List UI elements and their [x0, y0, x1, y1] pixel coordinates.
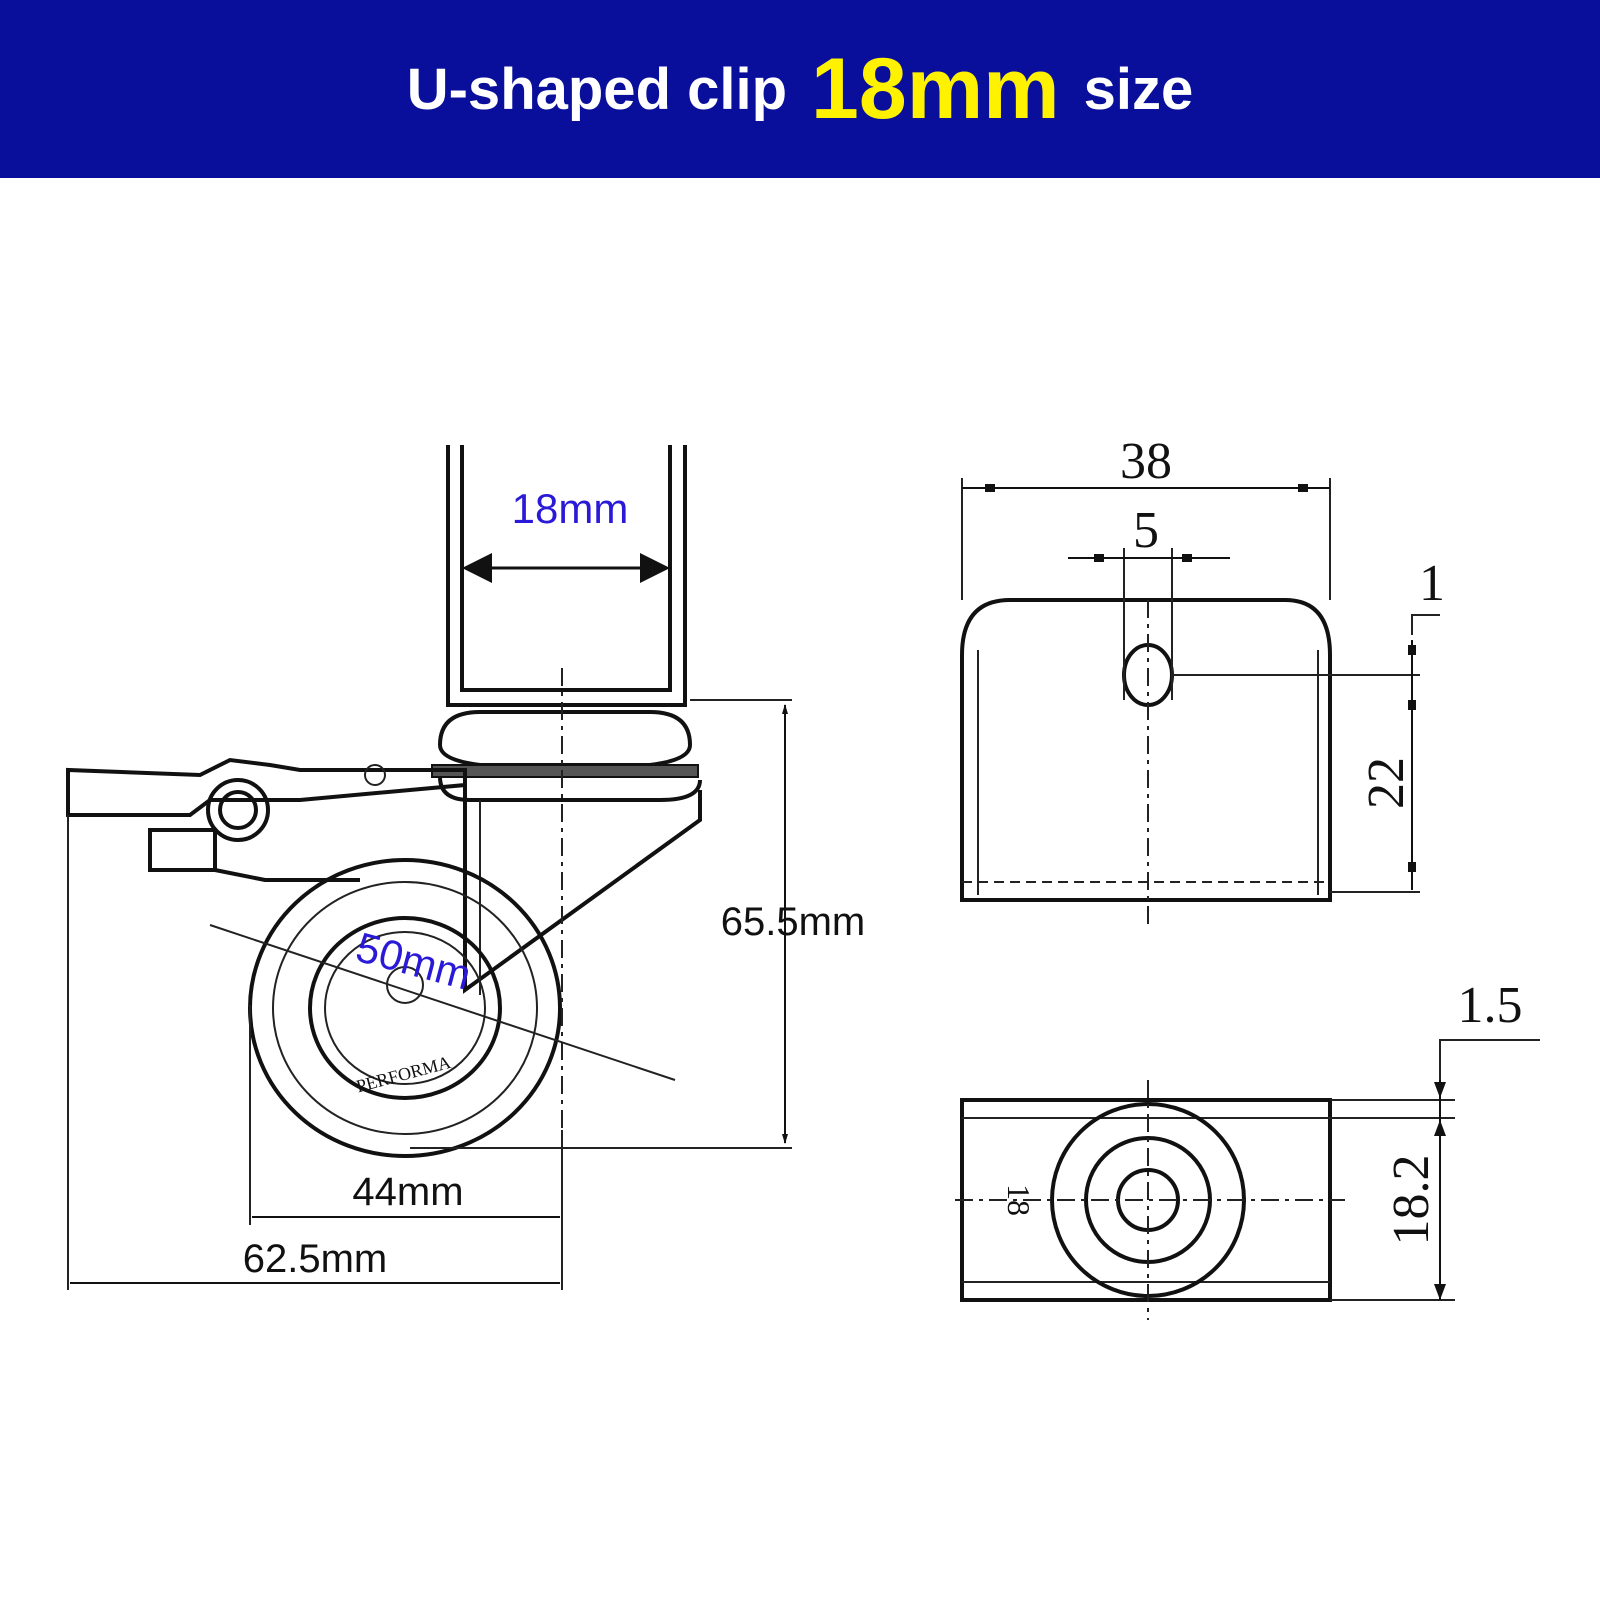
brake-pivot-inner	[218, 790, 258, 830]
wheel-diameter-line	[209, 924, 676, 1081]
title-prefix: U-shaped clip	[406, 56, 788, 122]
wheel-hub-inner	[324, 931, 486, 1085]
caster-fork	[463, 785, 702, 994]
brake-lever	[66, 757, 467, 817]
offset-leader	[1411, 614, 1440, 635]
thickness-arrow-bottom	[1434, 1120, 1446, 1136]
brake-pad	[148, 828, 217, 872]
offset-tick	[1408, 645, 1416, 655]
height-tick-bottom	[1408, 862, 1416, 872]
outer-arrow-bottom	[1434, 1284, 1446, 1300]
hole-label: 5	[1133, 502, 1159, 559]
height-tick-top	[1408, 700, 1416, 710]
thickness-label: 1.5	[1458, 977, 1523, 1034]
height-22-label: 22	[1358, 757, 1415, 809]
u-clip-outer	[446, 445, 687, 707]
wheel-hub-ring	[308, 916, 502, 1100]
wheel-outer	[248, 858, 562, 1158]
thickness-leader	[1439, 1039, 1540, 1085]
top-view: 18 1.5 18.2	[955, 977, 1540, 1320]
wheel-tread	[272, 881, 538, 1135]
bearing-ring	[431, 764, 699, 778]
brake-pivot-outer	[206, 778, 270, 842]
front-view: 38 5 1 22	[960, 433, 1445, 925]
width-tick-left	[985, 484, 995, 492]
hole-tick-left	[1094, 554, 1104, 562]
swivel-plate	[437, 710, 693, 767]
inner-18-label: 18	[1001, 1184, 1037, 1216]
offset-label: 1	[1419, 555, 1445, 612]
clip-width-label: 18mm	[512, 485, 629, 532]
overall-length-label: 62.5mm	[243, 1237, 388, 1281]
height-label: 65.5mm	[721, 900, 866, 944]
title-highlight: 18mm	[811, 40, 1060, 137]
outer-18-2-label: 18.2	[1383, 1155, 1440, 1246]
side-view: 18mm PERFORMA 50mm 65.5mm	[66, 445, 866, 1290]
brake-spring	[364, 764, 386, 786]
swivel-base	[438, 776, 702, 802]
thickness-arrow-top	[1434, 1082, 1446, 1098]
hole-tick-right	[1182, 554, 1192, 562]
width-tick-right	[1298, 484, 1308, 492]
wheel-width-label: 44mm	[352, 1170, 463, 1214]
title-suffix: size	[1083, 56, 1194, 122]
title-banner: U-shaped clip 18mm size	[0, 0, 1600, 178]
width-label: 38	[1120, 433, 1172, 490]
bracket-body	[960, 598, 1332, 902]
wheel-brand-text: PERFORMA	[354, 1052, 453, 1096]
